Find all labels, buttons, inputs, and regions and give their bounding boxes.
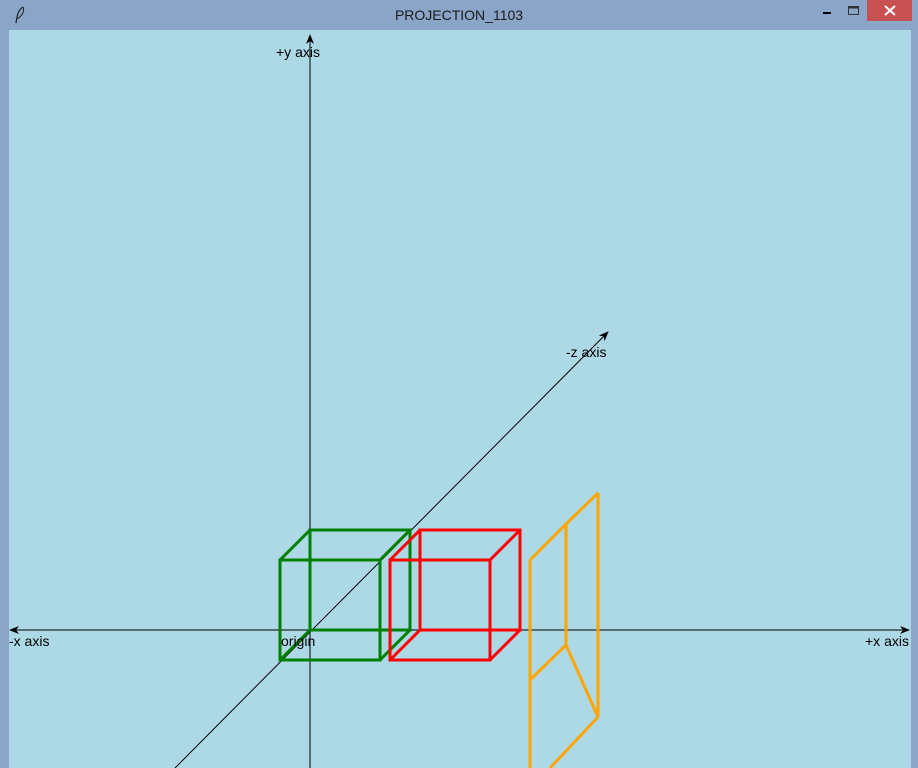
- green-cube: [278, 528, 412, 662]
- orange-shape: [528, 491, 600, 768]
- neg-x-axis-label: -x axis: [9, 633, 50, 649]
- title-bar[interactable]: PROJECTION_1103: [0, 0, 918, 30]
- feather-icon: [15, 6, 25, 24]
- projection-drawing: [9, 34, 910, 768]
- projection-canvas[interactable]: +y axis -z axis -x axis +x axis origin: [9, 30, 911, 768]
- window-left-border: [0, 30, 9, 768]
- window-right-border: [911, 30, 918, 768]
- minimize-button[interactable]: [813, 0, 840, 21]
- close-icon: [883, 5, 896, 16]
- neg-z-axis-label: -z axis: [566, 344, 607, 360]
- maximize-button[interactable]: [840, 0, 867, 21]
- minimize-icon: [822, 11, 831, 14]
- window-title: PROJECTION_1103: [394, 7, 524, 23]
- maximize-icon: [848, 5, 859, 15]
- origin-label: origin: [281, 633, 316, 649]
- y-axis-label: +y axis: [276, 44, 320, 60]
- close-button[interactable]: [867, 0, 912, 21]
- pos-x-axis-label: +x axis: [865, 633, 909, 649]
- red-cube: [388, 528, 522, 662]
